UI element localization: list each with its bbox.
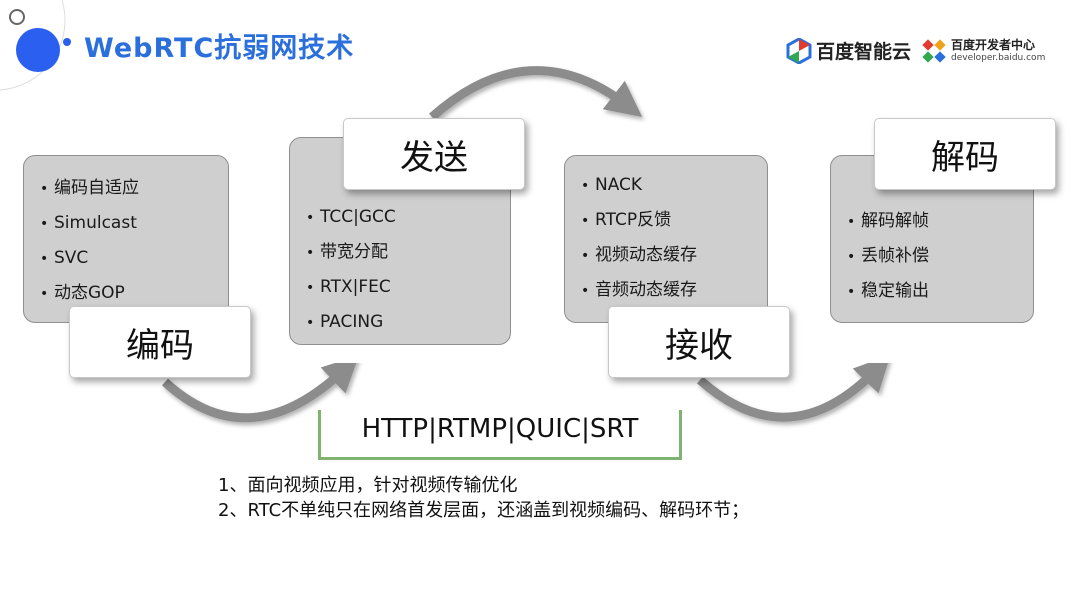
protocols-bracket: HTTP|RTMP|QUIC|SRT xyxy=(318,410,682,460)
developer-logo: 百度开发者中心 developer.baidu.com xyxy=(922,38,1045,64)
ring-icon xyxy=(9,9,25,25)
developer-icon xyxy=(922,39,946,63)
list-item: •NACK xyxy=(581,175,643,195)
developer-en-text: developer.baidu.com xyxy=(951,53,1046,63)
list-item: •PACING xyxy=(306,312,384,332)
list-item: •带宽分配 xyxy=(306,242,388,262)
list-item: •音频动态缓存 xyxy=(581,280,697,300)
developer-cn-text: 百度开发者中心 xyxy=(951,38,1036,52)
encode-panel: •编码自适应 •Simulcast •SVC •动态GOP xyxy=(23,155,229,323)
corner-decoration xyxy=(0,0,71,91)
baidu-cloud-text: 百度智能云 xyxy=(816,41,912,63)
arrow-receive-to-decode xyxy=(697,354,891,422)
decode-label: 解码 xyxy=(874,118,1056,190)
list-item: •稳定输出 xyxy=(847,281,929,301)
send-label: 发送 xyxy=(343,118,525,190)
encode-list: •编码自适应 •Simulcast •SVC •动态GOP xyxy=(40,171,228,311)
note-line: 1、面向视频应用，针对视频传输优化 xyxy=(218,475,518,496)
receive-label: 接收 xyxy=(608,306,790,378)
arrow-send-to-receive xyxy=(429,66,643,121)
list-item: •编码自适应 xyxy=(40,178,139,198)
send-list: •TCC|GCC •带宽分配 •RTX|FEC •PACING xyxy=(306,200,510,340)
note-line: 2、RTC不单纯只在网络首发层面，还涵盖到视频编码、解码环节； xyxy=(218,500,750,521)
blue-dot-icon xyxy=(63,38,71,46)
list-item: •丢帧补偿 xyxy=(847,246,929,266)
protocols-text: HTTP|RTMP|QUIC|SRT xyxy=(361,414,639,444)
baidu-cloud-logo: 百度智能云 xyxy=(786,37,911,64)
receive-panel: •NACK •RTCP反馈 •视频动态缓存 •音频动态缓存 xyxy=(564,155,768,323)
list-item: •视频动态缓存 xyxy=(581,245,697,265)
list-item: •Simulcast xyxy=(40,213,137,233)
list-item: •RTCP反馈 xyxy=(581,210,672,230)
list-item: •TCC|GCC xyxy=(306,207,396,227)
notes: 1、面向视频应用，针对视频传输优化 2、RTC不单纯只在网络首发层面，还涵盖到视… xyxy=(218,473,749,523)
decode-list: •解码解帧 •丢帧补偿 •稳定输出 xyxy=(847,204,1033,309)
baidu-cloud-icon xyxy=(786,37,812,64)
list-item: •SVC xyxy=(40,248,89,268)
blue-circle-icon xyxy=(16,28,60,72)
page-title: WebRTC抗弱网技术 xyxy=(84,33,355,64)
arrow-encode-to-send xyxy=(161,355,360,423)
list-item: •RTX|FEC xyxy=(306,277,391,297)
decode-panel: •解码解帧 •丢帧补偿 •稳定输出 xyxy=(830,155,1034,323)
list-item: •动态GOP xyxy=(40,283,125,303)
encode-label: 编码 xyxy=(69,306,251,378)
receive-list: •NACK •RTCP反馈 •视频动态缓存 •音频动态缓存 xyxy=(581,168,767,308)
list-item: •解码解帧 xyxy=(847,211,929,231)
